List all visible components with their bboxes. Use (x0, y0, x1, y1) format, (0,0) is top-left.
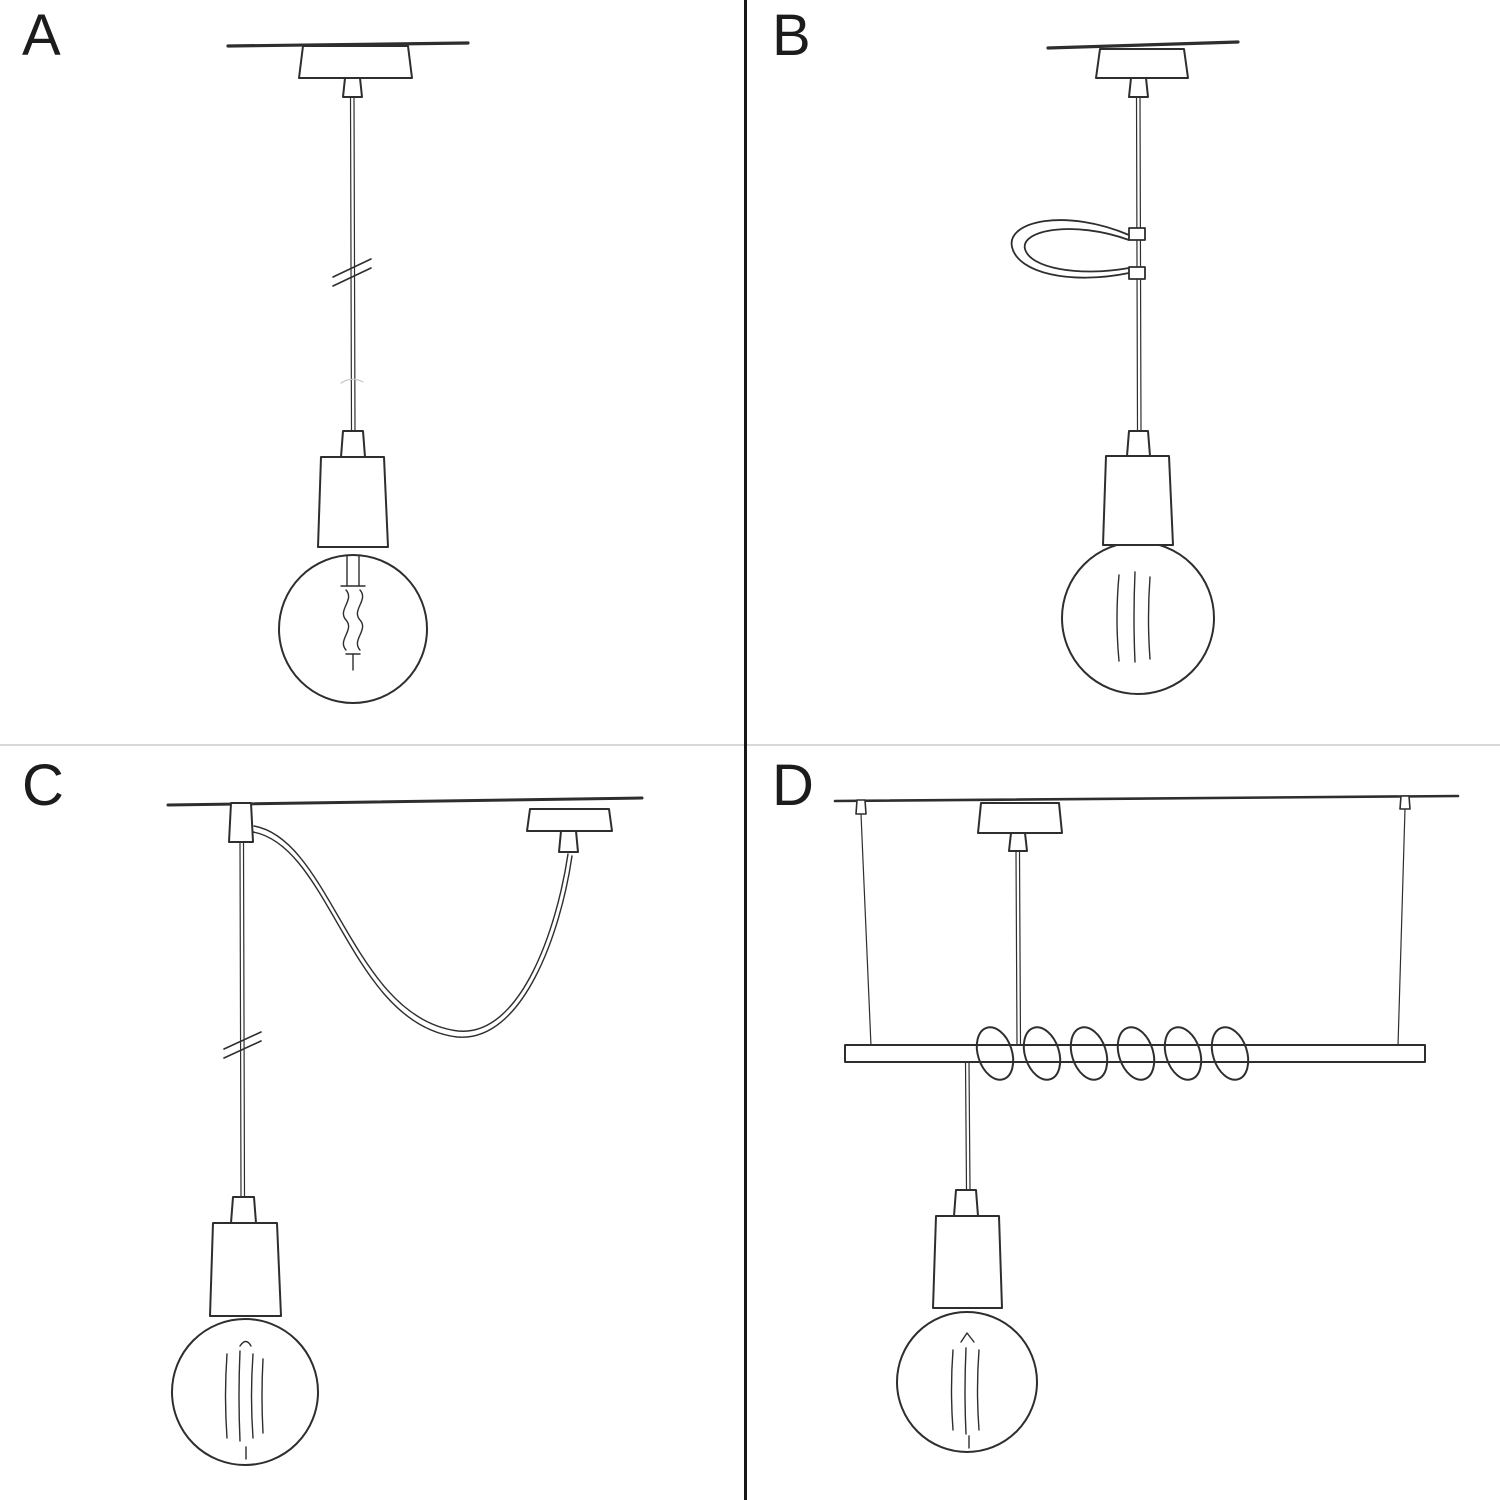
cable-tie-loop (1010, 219, 1146, 280)
vertical-divider (744, 0, 747, 1500)
panel-b: B (750, 0, 1500, 750)
bulb (171, 1318, 319, 1466)
bulb-filament (950, 1332, 980, 1449)
sketch-b-svg (1010, 40, 1240, 695)
pendant-cable (349, 96, 356, 432)
panel-c-label: C (22, 753, 65, 818)
panel-a: A (0, 0, 750, 750)
panel-c: C (0, 750, 750, 1500)
bulb-filament (340, 555, 366, 671)
wood-bar (844, 1044, 1426, 1063)
ceiling-rose (526, 808, 613, 853)
swag-cable (252, 825, 573, 1038)
panel-d: D (750, 750, 1500, 1500)
sketch-a-ink (226, 41, 470, 704)
horizontal-divider (0, 744, 1500, 746)
lamp-holder (317, 430, 389, 548)
ceiling-line (1046, 40, 1240, 50)
ceiling-rose (298, 45, 413, 98)
lamp-holder (1102, 430, 1174, 546)
suspension-cables (860, 808, 1406, 1047)
lamp-holder (209, 1196, 282, 1317)
panel-b-label: B (772, 3, 812, 68)
sketch-b-ink (1010, 40, 1240, 695)
suspension-fittings (855, 795, 1411, 815)
ceiling-line (226, 41, 470, 48)
sketch-a-svg (226, 41, 470, 704)
cable-break-marks (332, 258, 372, 287)
pendant-cable (964, 1061, 971, 1191)
ceiling-line (833, 794, 1460, 803)
sketch-c-ink (166, 796, 644, 1466)
lamp-holder (932, 1189, 1003, 1309)
cable-break-marks (223, 1031, 262, 1059)
ceiling-rose (1095, 48, 1189, 98)
rose-drop-cable (1015, 850, 1022, 1046)
bulb-filament (224, 1340, 264, 1460)
bulb (278, 554, 428, 704)
bulb (896, 1311, 1038, 1453)
ceiling-rose (977, 802, 1063, 852)
panel-d-label: D (772, 753, 815, 818)
bulb-filament (1116, 571, 1151, 663)
ceiling-hook-block (228, 802, 254, 843)
faint-cable-mark (340, 378, 364, 384)
bulb (1061, 541, 1215, 695)
sketch-d-svg (833, 794, 1460, 1453)
pendant-cable (1135, 96, 1142, 432)
pendant-cable (239, 841, 246, 1198)
sketch-c-svg (166, 796, 644, 1466)
sketch-d-ink (833, 794, 1460, 1453)
cable-coil (975, 1026, 1250, 1081)
panel-a-label: A (22, 3, 62, 68)
